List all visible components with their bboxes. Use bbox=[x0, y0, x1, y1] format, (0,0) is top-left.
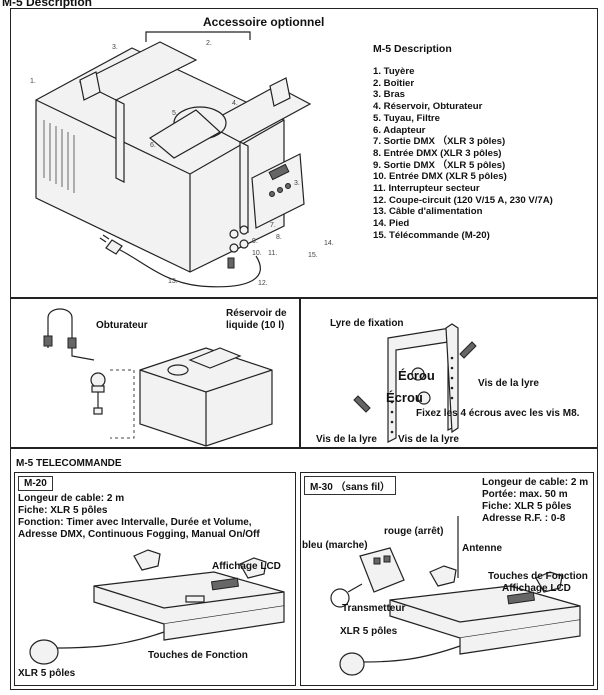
list-item: 4. Réservoir, Obturateur bbox=[373, 101, 483, 113]
shutter-label: Obturateur bbox=[96, 320, 148, 331]
part-number-label: 12. bbox=[258, 280, 268, 287]
part-number-label: 11. bbox=[268, 250, 278, 257]
m30-antenna-label: Antenne bbox=[462, 543, 502, 554]
part-number-label: 3. bbox=[294, 180, 300, 187]
list-item: 7. Sortie DMX （XLR 3 pôles) bbox=[373, 136, 506, 148]
bracket-title: Lyre de fixation bbox=[330, 318, 404, 329]
m30-xlr-label: XLR 5 pôles bbox=[340, 626, 398, 637]
remote-section-title: M-5 TELECOMMANDE bbox=[16, 458, 122, 469]
bracket-screw-label-right: Vis de la lyre bbox=[478, 378, 539, 389]
part-number-label: 14. bbox=[324, 240, 334, 247]
bracket-screw-label-left: Vis de la lyre bbox=[316, 434, 377, 445]
description-title: M-5 Description bbox=[373, 43, 452, 55]
tank-label-2: liquide (10 l) bbox=[226, 320, 285, 331]
fog-machine-illustration bbox=[35, 31, 312, 288]
m30-transmitter-label: Transmetteur bbox=[342, 603, 406, 614]
part-number-label: 13. bbox=[168, 278, 178, 285]
m30-cable: Longeur de cable: 2 m bbox=[482, 477, 589, 488]
m20-plug: Fiche: XLR 5 pôles bbox=[18, 505, 108, 516]
list-item: 8. Entrée DMX (XLR 3 pôles) bbox=[373, 147, 502, 159]
list-item: 6. Adapteur bbox=[373, 124, 426, 136]
part-number-label: 9. bbox=[252, 238, 258, 245]
part-number-label: 10. bbox=[252, 250, 262, 257]
reservoir-panel bbox=[10, 298, 300, 448]
m30-red-label: rouge (arrêt) bbox=[384, 526, 444, 537]
part-number-label: 3. bbox=[112, 44, 118, 51]
list-item: 11. Interrupteur secteur bbox=[373, 183, 480, 195]
fluid-tank-illustration bbox=[43, 308, 273, 447]
m20-function-2: Adresse DMX, Continuous Fogging, Manual … bbox=[18, 529, 260, 540]
list-item: 1. Tuyère bbox=[373, 66, 415, 77]
part-number-label: 15. bbox=[308, 252, 318, 259]
part-number-label: 6. bbox=[150, 142, 156, 149]
m20-cable: Longeur de cable: 2 m bbox=[18, 493, 125, 504]
part-number-label: 8. bbox=[276, 234, 282, 241]
m20-xlr-label: XLR 5 pôles bbox=[18, 668, 76, 679]
part-number-label: 7. bbox=[270, 222, 276, 229]
list-item: 2. Boîtier bbox=[373, 77, 415, 89]
list-item: 12. Coupe-circuit (120 V/15 A, 230 V/7A) bbox=[373, 194, 553, 206]
m20-tag: M-20 bbox=[18, 476, 53, 491]
bracket-screw-label-bottom: Vis de la lyre bbox=[398, 434, 459, 445]
list-item: 9. Sortie DMX （XLR 5 pôles) bbox=[373, 159, 506, 171]
machine-description-panel bbox=[10, 8, 598, 298]
m20-panel bbox=[14, 472, 296, 686]
list-item: 14. Pied bbox=[373, 218, 410, 230]
list-item: 5. Tuyau, Filtre bbox=[373, 112, 440, 124]
m20-function-1: Fonction: Timer avec Intervalle, Durée e… bbox=[18, 517, 252, 528]
list-item: 15. Télécommande (M-20) bbox=[373, 229, 490, 241]
part-number-label: 4. bbox=[232, 100, 238, 107]
mounting-bracket-panel bbox=[300, 298, 598, 448]
remote-control-panel bbox=[10, 448, 598, 690]
page-header: M-5 Description bbox=[2, 0, 93, 9]
m30-lcd-label: Affichage LCD bbox=[502, 583, 571, 594]
m30-remote-illustration bbox=[330, 516, 581, 676]
m20-remote-illustration bbox=[29, 549, 285, 665]
m20-lcd-label: Affichage LCD bbox=[212, 561, 281, 572]
m20-buttons-label: Touches de Fonction bbox=[148, 650, 248, 661]
m30-range: Portée: max. 50 m bbox=[482, 489, 568, 500]
mounting-bracket-illustration bbox=[353, 323, 477, 443]
part-number-label: 2. bbox=[206, 40, 212, 47]
nut-label-2: Écrou bbox=[386, 390, 423, 405]
list-item: 10. Entrée DMX (XLR 5 pôles) bbox=[373, 171, 507, 183]
part-number-label: 5. bbox=[172, 110, 178, 117]
m30-tag: M-30 （sans fil） bbox=[304, 476, 397, 495]
tank-label-1: Réservoir de bbox=[226, 308, 287, 319]
part-number-label: 1. bbox=[30, 78, 36, 85]
m30-panel bbox=[300, 472, 594, 686]
m30-buttons-label: Touches de Fonction bbox=[488, 571, 588, 582]
accessory-title: Accessoire optionnel bbox=[203, 15, 325, 29]
m30-blue-label: bleu (marche) bbox=[302, 540, 368, 551]
m30-plug: Fiche: XLR 5 pôles bbox=[482, 501, 572, 512]
list-item: 13. Câble d'alimentation bbox=[373, 206, 483, 218]
list-item: 3. Bras bbox=[373, 89, 405, 101]
nut-label-1: Écrou bbox=[398, 368, 435, 383]
parts-list: 1. Tuyère 2. Boîtier 3. Bras 4. Réservoi… bbox=[373, 66, 553, 242]
fixing-instruction: Fixez les 4 écrous avec les vis M8. bbox=[416, 408, 580, 419]
m30-rf-address: Adresse R.F. : 0-8 bbox=[482, 513, 566, 524]
